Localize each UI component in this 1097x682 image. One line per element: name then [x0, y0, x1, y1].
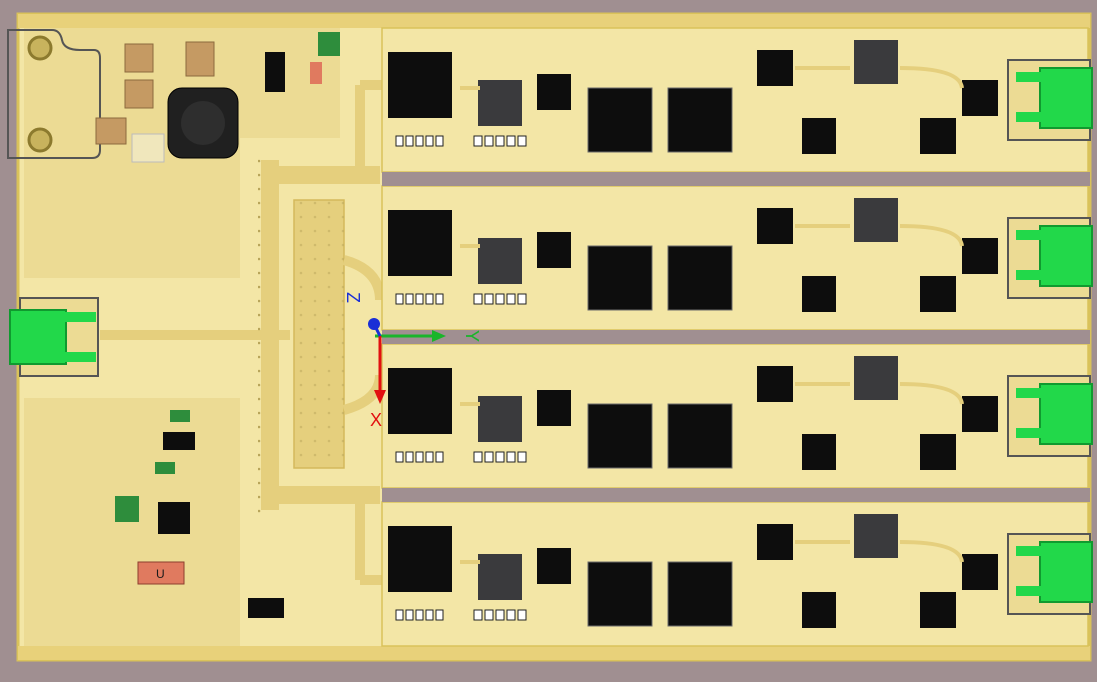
input-connector [9, 297, 99, 377]
gray-ic [478, 80, 522, 126]
axis-x-arrow [374, 390, 386, 404]
main-ic [388, 368, 452, 434]
gray-ic [478, 238, 522, 284]
channel-3 [381, 343, 1093, 489]
top-edge-rail [18, 14, 1090, 28]
axis-z-label: Z [343, 292, 363, 303]
axis-triad: Z Y X [343, 292, 482, 430]
axis-x-label: X [370, 410, 382, 430]
output-connector [1007, 375, 1093, 457]
mount-hole-top [27, 35, 53, 61]
channel-2 [381, 185, 1093, 331]
output-connector [1007, 59, 1093, 141]
main-ic [388, 526, 452, 592]
channel-4 [381, 501, 1093, 647]
usb-connector-outline [7, 29, 101, 159]
axis-y-arrow [432, 330, 446, 342]
gray-ic [478, 554, 522, 600]
power-section-bottom: U [115, 410, 284, 618]
mount-hole-bottom [27, 127, 53, 153]
output-connector [1007, 533, 1093, 615]
bottom-edge-rail [18, 646, 1090, 660]
main-ic [388, 52, 452, 118]
channel-1 [381, 27, 1093, 173]
axis-y-label: Y [462, 330, 482, 342]
channel-strips [381, 27, 1093, 647]
output-connector [1007, 217, 1093, 299]
power-section-top [95, 32, 340, 163]
gray-ic [478, 396, 522, 442]
diode-mark: U [156, 567, 165, 581]
main-ic [388, 210, 452, 276]
